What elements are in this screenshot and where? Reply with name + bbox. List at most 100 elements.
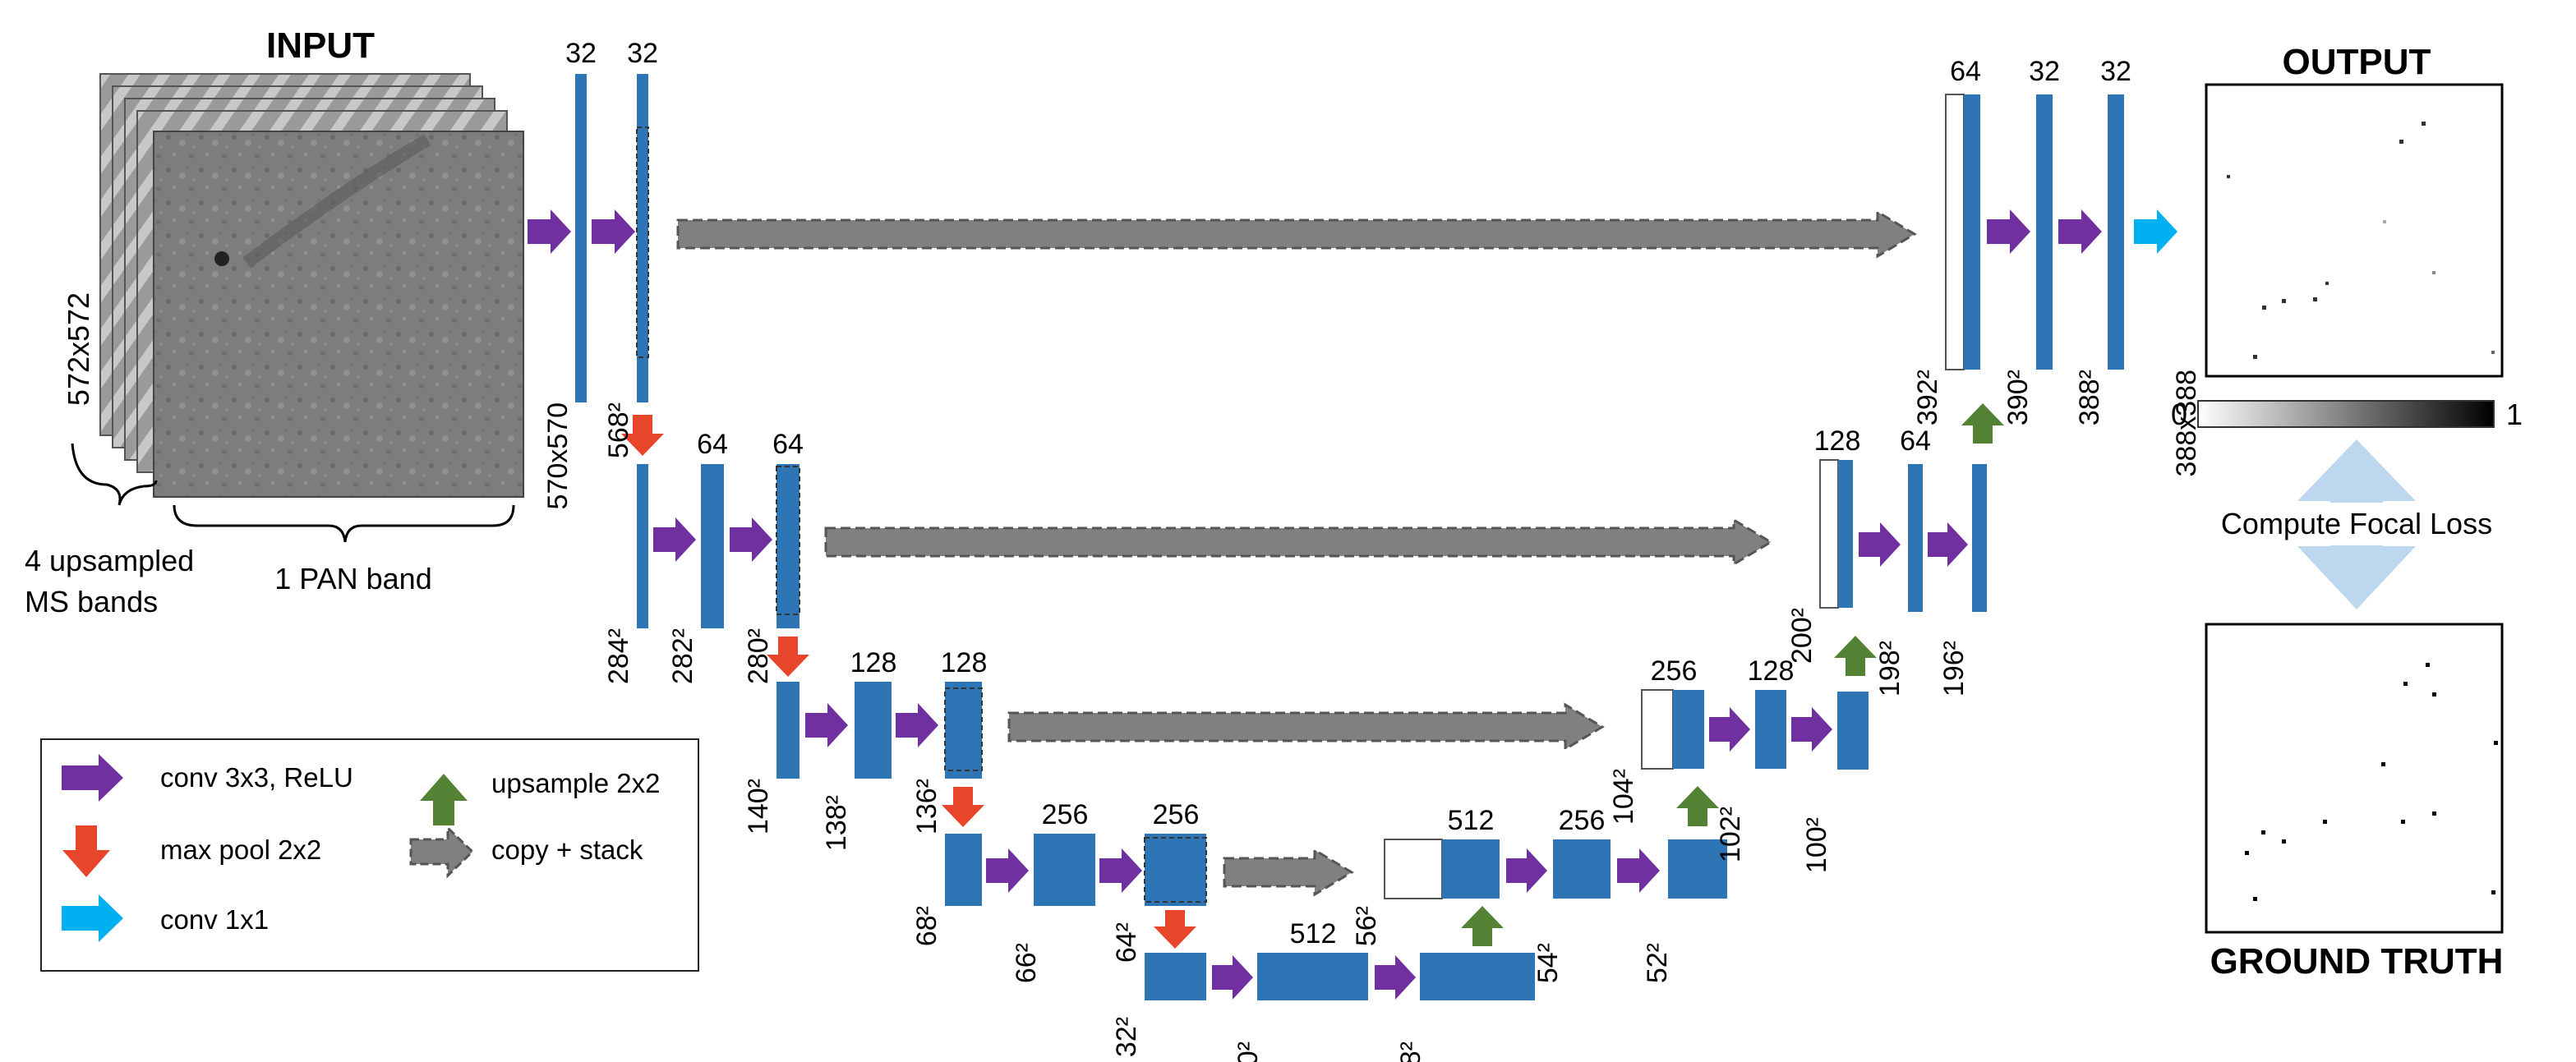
- stacked-copy-u2: [1819, 459, 1839, 609]
- block-l5c: [1420, 953, 1535, 1000]
- upsample-arrow-2: [1676, 786, 1719, 826]
- block-u3b: [1755, 690, 1786, 769]
- channels-u3a: 256: [1651, 655, 1698, 687]
- block-u3c: [1837, 692, 1869, 770]
- conv-arrow-12: [1617, 848, 1660, 893]
- channels-u4a: 512: [1448, 805, 1495, 836]
- input-size-label: 572x572: [62, 292, 95, 406]
- pool-arrow-4: [1154, 910, 1196, 949]
- size-l5b: 30²: [1233, 1041, 1264, 1062]
- input-title: INPUT: [266, 25, 375, 66]
- copied-block-l2c: [776, 466, 800, 615]
- channels-u2b: 64: [1900, 425, 1931, 457]
- output-detections: [2227, 122, 2495, 359]
- channels-l4b: 256: [1042, 799, 1089, 830]
- block-l1a: [575, 74, 587, 402]
- size-l1b: 568²: [603, 402, 634, 458]
- legend-upsample-arrow: [420, 774, 468, 825]
- output-size-label: 388x388: [2171, 370, 2202, 476]
- size-l3a: 140²: [743, 779, 774, 834]
- size-u2c: 196²: [1938, 641, 1970, 697]
- legend-conv1x1-arrow: [62, 894, 123, 942]
- focal-loss-label-bg: [2190, 503, 2523, 545]
- block-u2c: [1972, 464, 1987, 612]
- copy-arrow-4: [1223, 848, 1354, 897]
- block-l3a: [776, 682, 800, 779]
- conv-arrow-7: [986, 848, 1029, 893]
- copied-block-l1b: [636, 126, 649, 358]
- legend-conv-arrow: [62, 754, 123, 802]
- conv-arrow-3: [653, 517, 696, 562]
- size-l2a: 284²: [603, 628, 634, 684]
- block-l3c: [945, 682, 982, 779]
- block-l1b: [637, 74, 648, 402]
- size-l2b: 282²: [667, 628, 698, 684]
- upsample-arrow-4: [1961, 403, 2004, 444]
- conv-arrow-4: [730, 517, 772, 562]
- pan-band-brace: [173, 504, 515, 543]
- legend-conv1x1-label: conv 1x1: [160, 904, 269, 935]
- conv-arrow-11: [1506, 848, 1547, 893]
- colorbar-min-label: 0: [2171, 398, 2187, 431]
- conv-arrow-15: [1859, 522, 1901, 567]
- conv1x1-arrow: [2134, 209, 2177, 254]
- conv-arrow-1: [528, 209, 571, 254]
- size-l1a: 570x570: [542, 402, 574, 509]
- upsample-arrow-1: [1461, 906, 1504, 946]
- block-u3a: [1673, 690, 1704, 769]
- block-l5a: [1145, 953, 1206, 1000]
- pool-arrow-3: [942, 787, 984, 827]
- conv-arrow-16: [1928, 522, 1968, 567]
- block-u2a: [1838, 460, 1853, 608]
- size-u2a: 200²: [1786, 608, 1818, 664]
- channels-l2c: 64: [772, 429, 804, 460]
- size-l4a: 68²: [911, 906, 942, 946]
- block-l4a: [945, 834, 982, 906]
- size-u2b: 198²: [1874, 641, 1906, 697]
- block-l4b: [1034, 834, 1095, 906]
- size-u3a: 104²: [1608, 769, 1639, 825]
- conv-arrow-14: [1791, 707, 1832, 752]
- legend-copy-arrow: [409, 825, 475, 879]
- block-l2c: [776, 464, 800, 628]
- size-l3c: 136²: [911, 779, 942, 834]
- ground-truth-targets: [2245, 663, 2498, 901]
- channels-u1c: 32: [2100, 56, 2131, 87]
- stacked-copy-u1: [1945, 94, 1965, 370]
- size-l2c: 280²: [743, 628, 774, 684]
- channels-l3c: 128: [941, 647, 988, 678]
- conv-arrow-9: [1212, 955, 1253, 1000]
- size-l3b: 138²: [821, 795, 852, 851]
- ground-truth-title: GROUND TRUTH: [2210, 941, 2504, 982]
- size-l4c: 64²: [1111, 922, 1142, 963]
- size-l5c: 28²: [1395, 1041, 1426, 1062]
- channels-u2a: 128: [1814, 425, 1861, 457]
- legend-pool-label: max pool 2x2: [160, 834, 321, 865]
- conv-arrow-17: [1987, 209, 2030, 254]
- size-u1a: 392²: [1912, 370, 1943, 425]
- pool-arrow-1: [621, 415, 664, 456]
- conv-arrow-13: [1709, 707, 1750, 752]
- copy-arrow-1: [676, 209, 1917, 259]
- channels-l4c: 256: [1153, 799, 1200, 830]
- stacked-copy-u3: [1641, 689, 1674, 770]
- legend-copy-label: copy + stack: [491, 834, 643, 865]
- channels-u3b: 128: [1748, 655, 1795, 687]
- conv-arrow-8: [1099, 848, 1142, 893]
- legend-upsample-label: upsample 2x2: [491, 768, 660, 798]
- block-u1c: [2108, 94, 2124, 370]
- channels-l5b: 512: [1290, 918, 1337, 949]
- block-l3b: [855, 682, 892, 779]
- size-l4b: 66²: [1011, 943, 1042, 983]
- block-u1a: [1964, 94, 1980, 370]
- ms-bands-label-line2: MS bands: [25, 585, 158, 618]
- skip-connections: [676, 209, 1917, 897]
- channels-l3b: 128: [850, 647, 897, 678]
- pool-arrow-2: [767, 637, 809, 677]
- size-u3c: 100²: [1801, 817, 1832, 873]
- channels-l1a: 32: [565, 38, 597, 69]
- size-u1b: 390²: [2002, 370, 2034, 425]
- block-l4c: [1145, 834, 1206, 906]
- upsample-arrow-3: [1834, 636, 1877, 676]
